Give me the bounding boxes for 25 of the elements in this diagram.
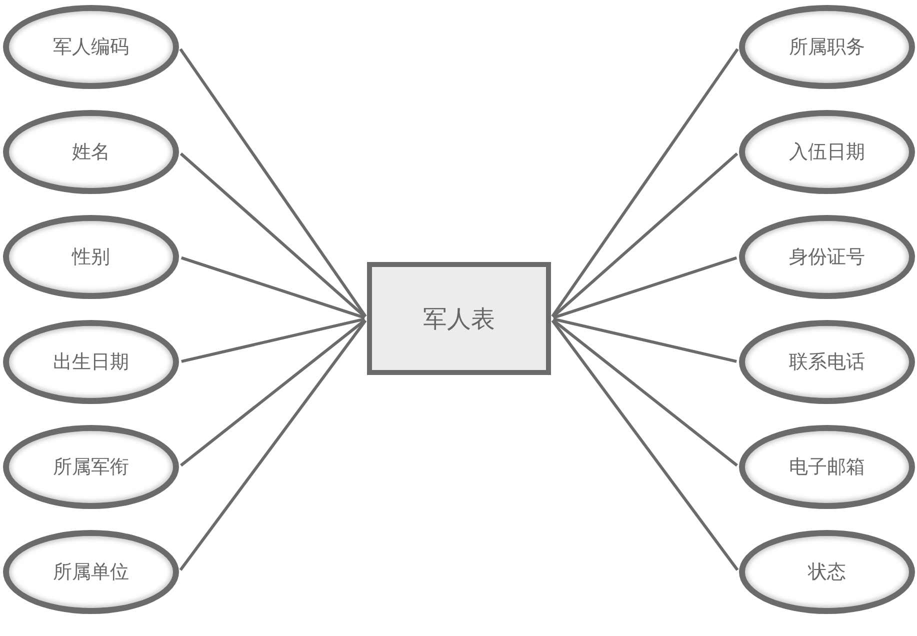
connector-line	[179, 320, 367, 571]
attribute-ellipse: 入伍日期	[739, 110, 915, 194]
attribute-ellipse: 状态	[739, 530, 915, 614]
attribute-ellipse: 出生日期	[3, 320, 179, 404]
attribute-ellipse: 身份证号	[739, 215, 915, 299]
attribute-ellipse: 电子邮箱	[739, 425, 915, 509]
attribute-ellipse: 军人编码	[3, 5, 179, 89]
attribute-ellipse: 所属军衔	[3, 425, 179, 509]
connector-line	[181, 318, 365, 363]
attribute-ellipse: 姓名	[3, 110, 179, 194]
connector-line	[180, 256, 366, 320]
connector-line	[552, 256, 738, 320]
attribute-ellipse: 所属职务	[739, 5, 915, 89]
connector-line	[551, 320, 739, 571]
attribute-ellipse: 所属单位	[3, 530, 179, 614]
connector-line	[553, 318, 737, 363]
connector-line	[552, 318, 738, 467]
connector-line	[180, 318, 366, 467]
connector-line	[551, 48, 739, 318]
attribute-ellipse: 联系电话	[739, 320, 915, 404]
connector-line	[180, 152, 366, 318]
entity-box: 军人表	[367, 262, 551, 375]
connector-line	[552, 152, 738, 318]
connector-line	[179, 48, 367, 318]
attribute-ellipse: 性别	[3, 215, 179, 299]
